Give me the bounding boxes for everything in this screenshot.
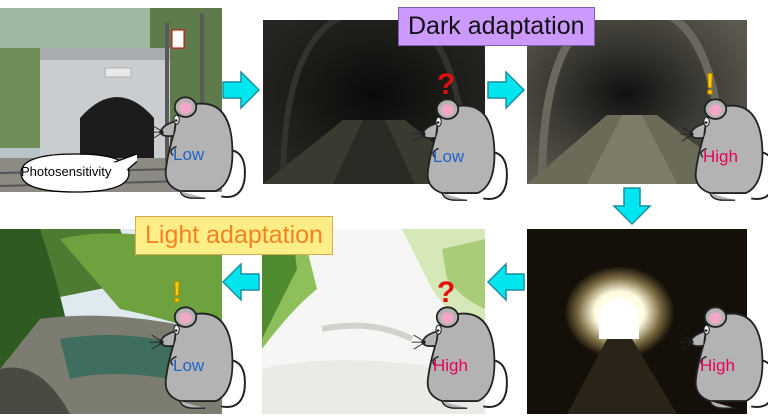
arrow-right-1 bbox=[221, 70, 261, 115]
exclamation-mark-icon: ! bbox=[705, 68, 716, 101]
dark-adaptation-banner: Dark adaptation bbox=[398, 7, 595, 46]
exclamation-mark-icon: ! bbox=[172, 276, 183, 309]
sensitivity-label-panel-5: High bbox=[433, 356, 468, 375]
photosensitivity-label: Photosensitivity bbox=[21, 164, 112, 179]
sensitivity-label-panel-3: High bbox=[703, 147, 738, 166]
arrow-left-2 bbox=[221, 262, 261, 307]
question-mark-icon: ? bbox=[437, 68, 456, 101]
sensitivity-label-panel-2: Low bbox=[433, 147, 465, 166]
light-adaptation-banner: Light adaptation bbox=[135, 216, 333, 255]
arrow-down bbox=[612, 186, 652, 231]
sensitivity-label-panel-1: Low bbox=[173, 145, 205, 164]
sensitivity-label-panel-4: High bbox=[700, 356, 735, 375]
question-mark-icon: ? bbox=[437, 276, 456, 309]
sensitivity-label-panel-6: Low bbox=[173, 356, 205, 375]
photosensitivity-callout bbox=[20, 153, 137, 193]
arrow-right-2 bbox=[486, 70, 526, 115]
arrow-left-1 bbox=[486, 262, 526, 307]
